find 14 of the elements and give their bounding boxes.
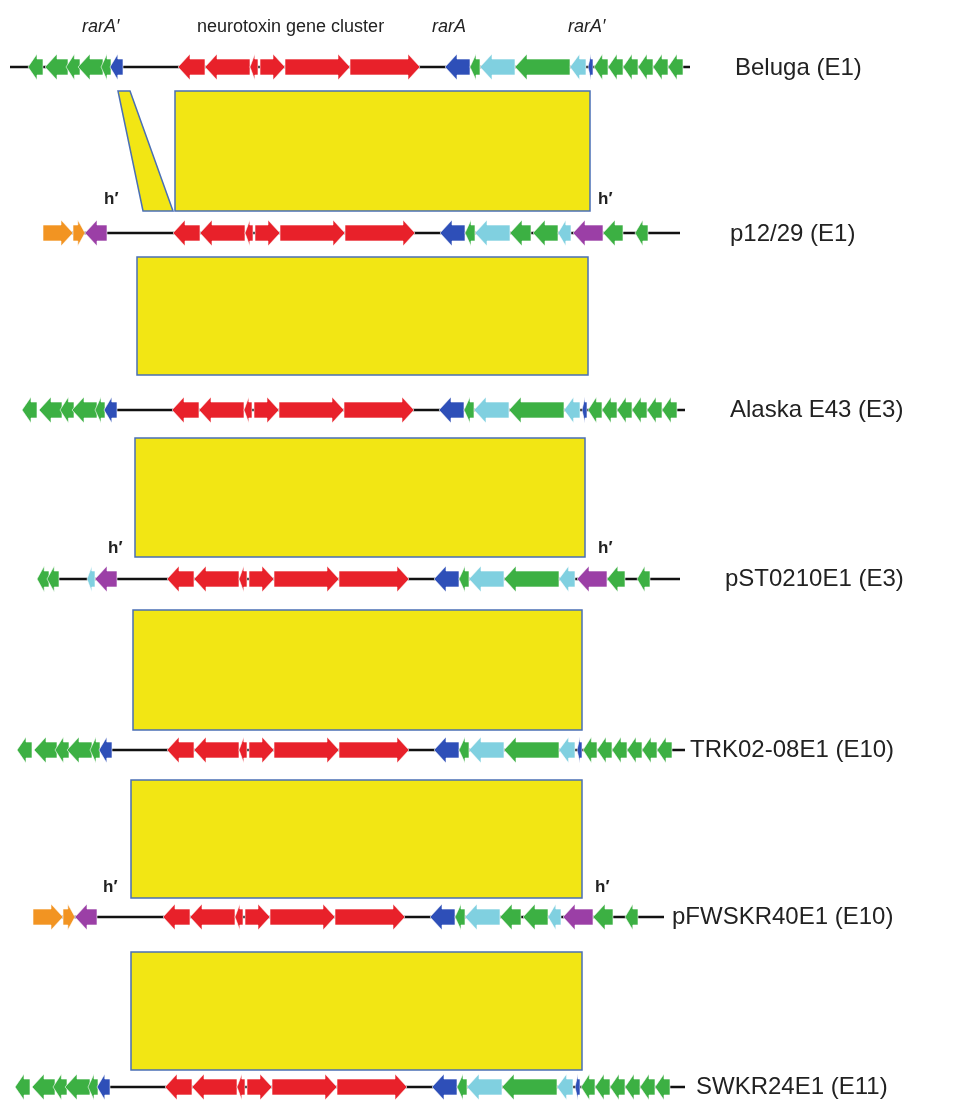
strain-label: p12/29 (E1) (730, 221, 856, 245)
gene-label: h′ (108, 539, 123, 556)
strain-label: Beluga (E1) (735, 55, 862, 79)
gene-label: h′ (595, 878, 610, 895)
strain-label: pFWSKR40E1 (E10) (672, 904, 894, 928)
gene-label: h′ (103, 878, 118, 895)
gene-label: h′ (598, 539, 613, 556)
strain-label: SWKR24E1 (E11) (696, 1074, 888, 1098)
gene-label: h′ (104, 190, 119, 207)
strain-label: TRK02-08E1 (E10) (690, 737, 895, 761)
strain-label: Alaska E43 (E3) (730, 397, 904, 421)
strain-label: pST0210E1 (E3) (725, 566, 904, 590)
gene-cluster-label: neurotoxin gene cluster (197, 17, 385, 35)
gene-label: h′ (598, 190, 613, 207)
